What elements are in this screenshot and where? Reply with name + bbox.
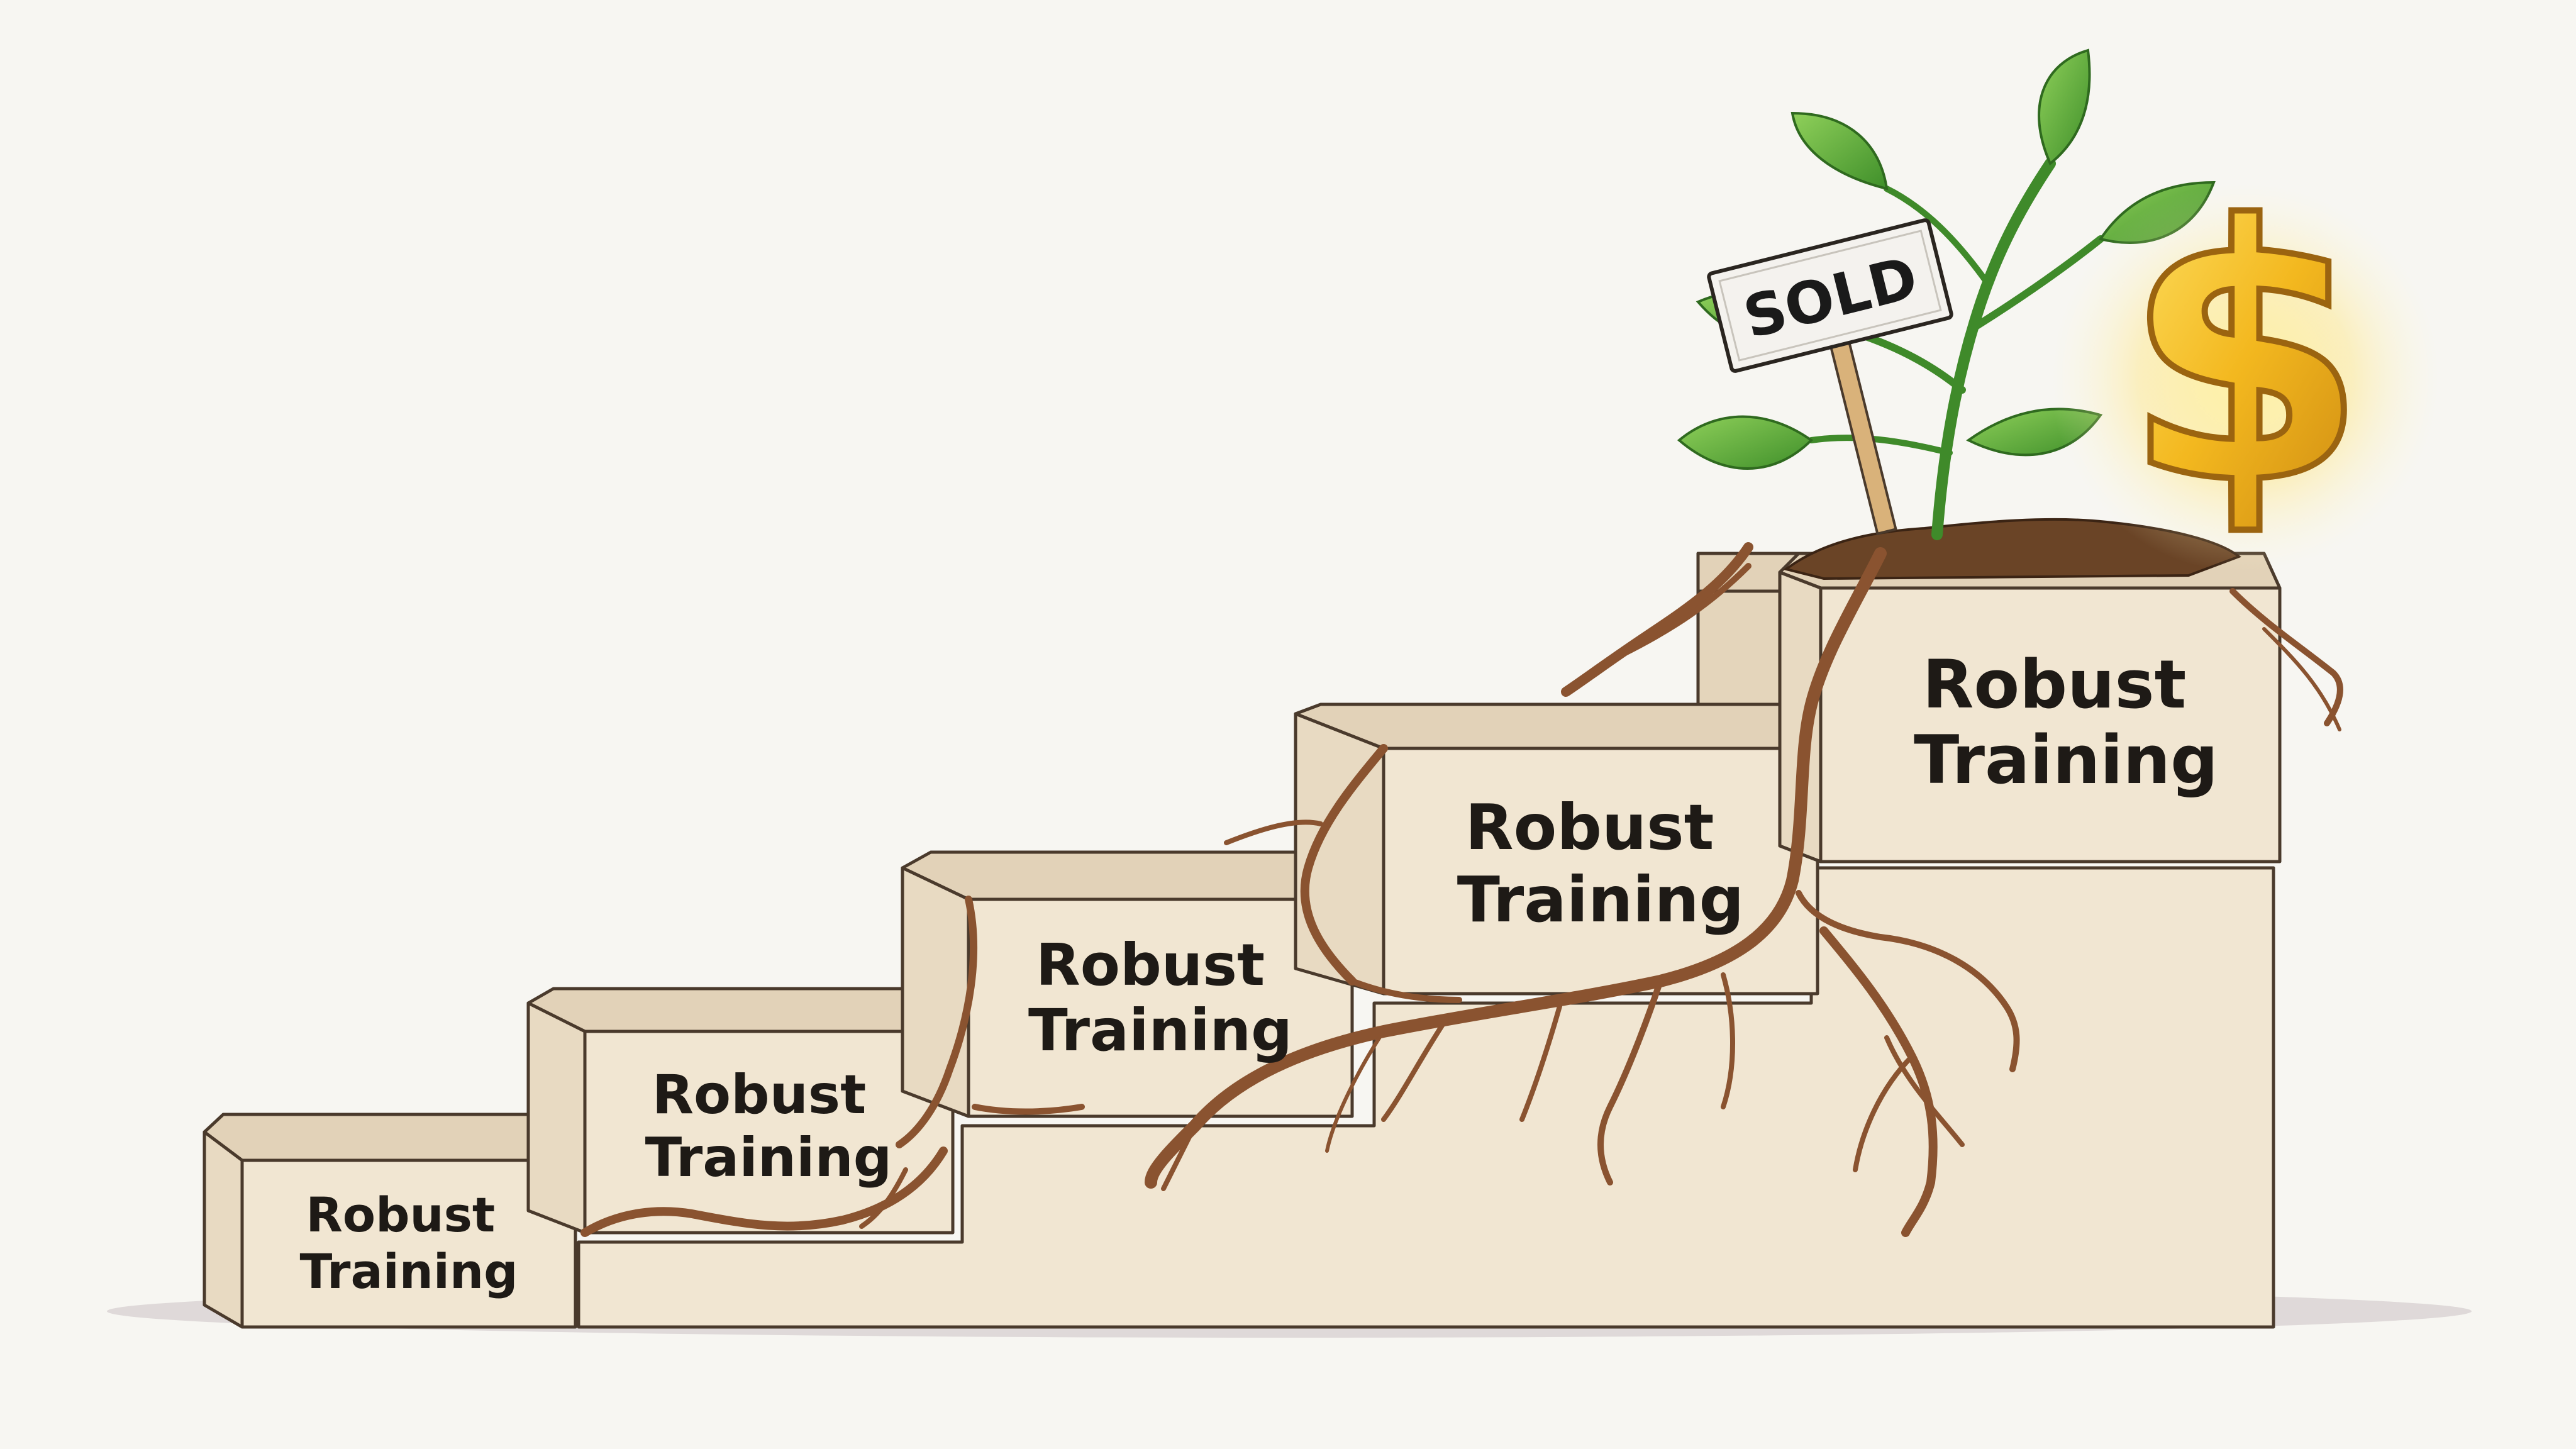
block-5-label: Robust Training <box>1914 646 2218 799</box>
dollar-symbol: $ <box>2123 152 2368 562</box>
roots <box>580 542 2343 1237</box>
dollar-icon: $ <box>2050 148 2440 572</box>
block-4-label: Robust Training <box>1457 791 1745 936</box>
block-2-label: Robust Training <box>645 1063 892 1189</box>
block-3-label: Robust Training <box>1028 931 1292 1064</box>
sold-sign: SOLD <box>1707 218 1953 536</box>
block-1 <box>203 1113 577 1329</box>
leaf-icon <box>2038 48 2091 166</box>
block-1-label: Robust Training <box>300 1187 518 1299</box>
staircase-base <box>577 866 2275 1329</box>
